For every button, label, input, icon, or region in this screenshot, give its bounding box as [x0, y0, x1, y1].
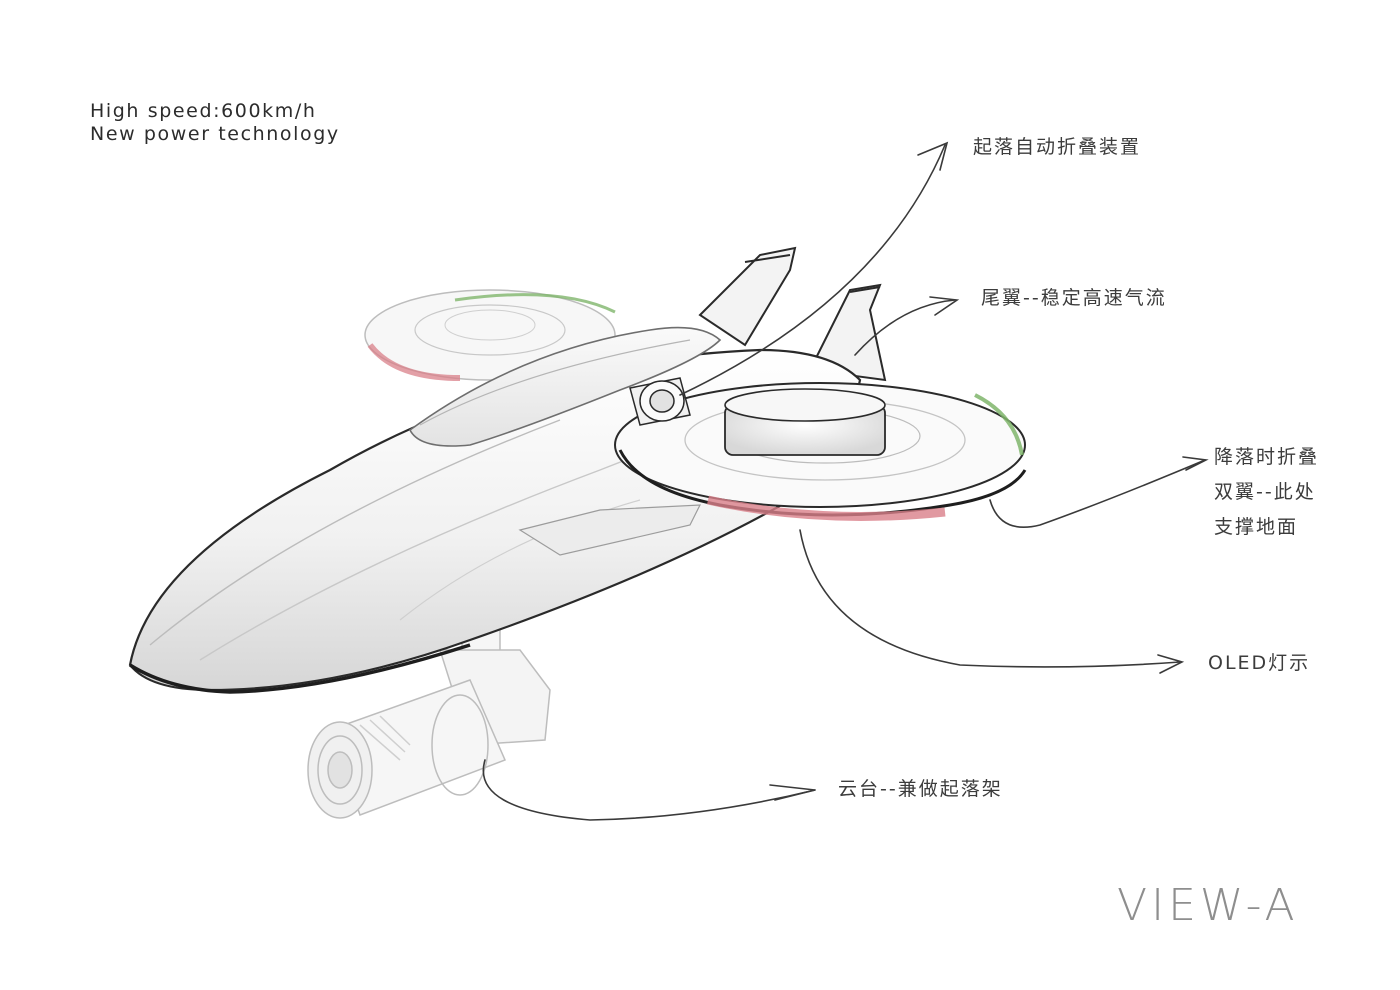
leader-landing-fold [679, 144, 946, 396]
canopy [408, 326, 722, 447]
anno-fold-wings: 降落时折叠 双翼--此处 支撑地面 [1214, 440, 1319, 545]
engine-nozzle [629, 377, 691, 426]
anno-oled: OLED灯示 [1208, 652, 1311, 674]
leader-gimbal [482, 759, 816, 821]
anno-fold-wings-line3: 支撑地面 [1214, 516, 1299, 538]
spec-power: New power technology [90, 123, 340, 145]
leader-tail-wing [854, 299, 956, 356]
anno-tail-wing: 尾翼--稳定高速气流 [981, 287, 1167, 309]
anno-landing-fold: 起落自动折叠装置 [973, 136, 1142, 158]
anno-gimbal: 云台--兼做起落架 [838, 778, 1003, 800]
tail-fins [698, 246, 887, 382]
rear-ring-green-light [454, 293, 616, 314]
view-label: VIEW-A [1117, 880, 1299, 931]
arrow-fold-wings [1182, 456, 1209, 471]
leader-oled [799, 529, 1181, 668]
arrow-gimbal [769, 784, 816, 801]
spec-speed: High speed:600km/h [90, 100, 317, 122]
arrow-oled [1157, 654, 1185, 674]
front-ring-green-light [974, 393, 1024, 456]
anno-fold-wings-line1: 降落时折叠 [1214, 446, 1320, 468]
arrow-landing-fold [917, 141, 949, 171]
front-rotor-ring [614, 382, 1027, 521]
leader-lines [482, 141, 1209, 821]
leader-fold-wings [989, 459, 1206, 529]
rear-ring-red-light [367, 343, 461, 381]
anno-fold-wings-line2: 双翼--此处 [1214, 481, 1316, 503]
front-ring-red-light [707, 495, 946, 521]
arrow-tail-wing [929, 296, 960, 316]
